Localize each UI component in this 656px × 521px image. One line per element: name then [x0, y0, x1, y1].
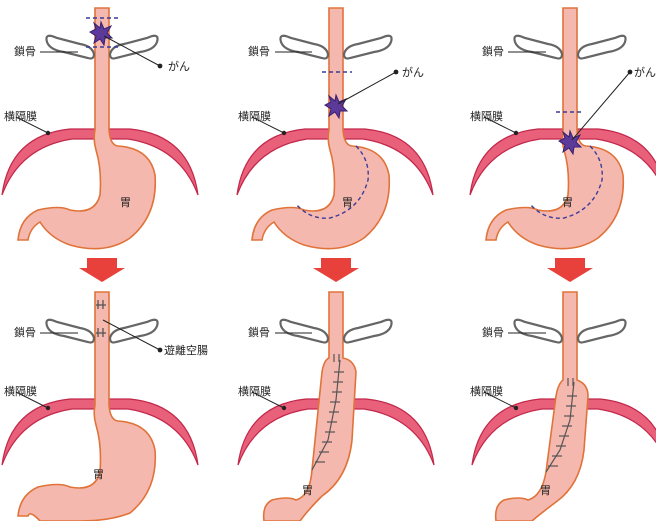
arrow-down-1 [79, 258, 125, 282]
label-stomach: 胃 [120, 196, 131, 209]
panel-bottom-3: 鎖骨 横隔膜 胃 [470, 291, 656, 521]
label-stomach: 胃 [302, 484, 313, 497]
label-diaphragm: 横隔膜 [470, 384, 503, 398]
label-diaphragm: 横隔膜 [4, 109, 37, 123]
panel-top-2: 鎖骨 横隔膜 胃 がん [236, 7, 434, 250]
panel-bottom-1: 鎖骨 横隔膜 胃 遊離空腸 [1, 291, 208, 521]
label-stomach: 胃 [342, 196, 353, 209]
label-diaphragm: 横隔膜 [238, 384, 271, 398]
label-diaphragm: 横隔膜 [4, 384, 37, 398]
label-jejunum: 遊離空腸 [164, 343, 208, 357]
label-diaphragm: 横隔膜 [470, 109, 503, 123]
panel-top-1: 鎖骨 横隔膜 胃 がん [1, 7, 199, 250]
arrow-down-2 [313, 258, 359, 282]
label-cancer: がん [634, 65, 656, 79]
label-stomach: 胃 [540, 484, 551, 497]
label-cancer: がん [402, 65, 424, 79]
label-cancer: がん [168, 59, 190, 73]
label-stomach: 胃 [562, 196, 573, 209]
panel-bottom-2: 鎖骨 横隔膜 胃 [237, 291, 435, 521]
label-stomach: 胃 [93, 468, 104, 481]
arrow-down-3 [547, 258, 593, 282]
panel-top-3: 鎖骨 横隔膜 胃 がん [469, 7, 656, 250]
label-clavicle: 鎖骨 [14, 44, 36, 58]
label-clavicle: 鎖骨 [482, 44, 504, 58]
label-diaphragm: 横隔膜 [238, 109, 271, 123]
label-clavicle: 鎖骨 [248, 44, 270, 58]
label-clavicle: 鎖骨 [248, 325, 270, 339]
label-clavicle: 鎖骨 [482, 325, 504, 339]
label-clavicle: 鎖骨 [14, 325, 36, 339]
